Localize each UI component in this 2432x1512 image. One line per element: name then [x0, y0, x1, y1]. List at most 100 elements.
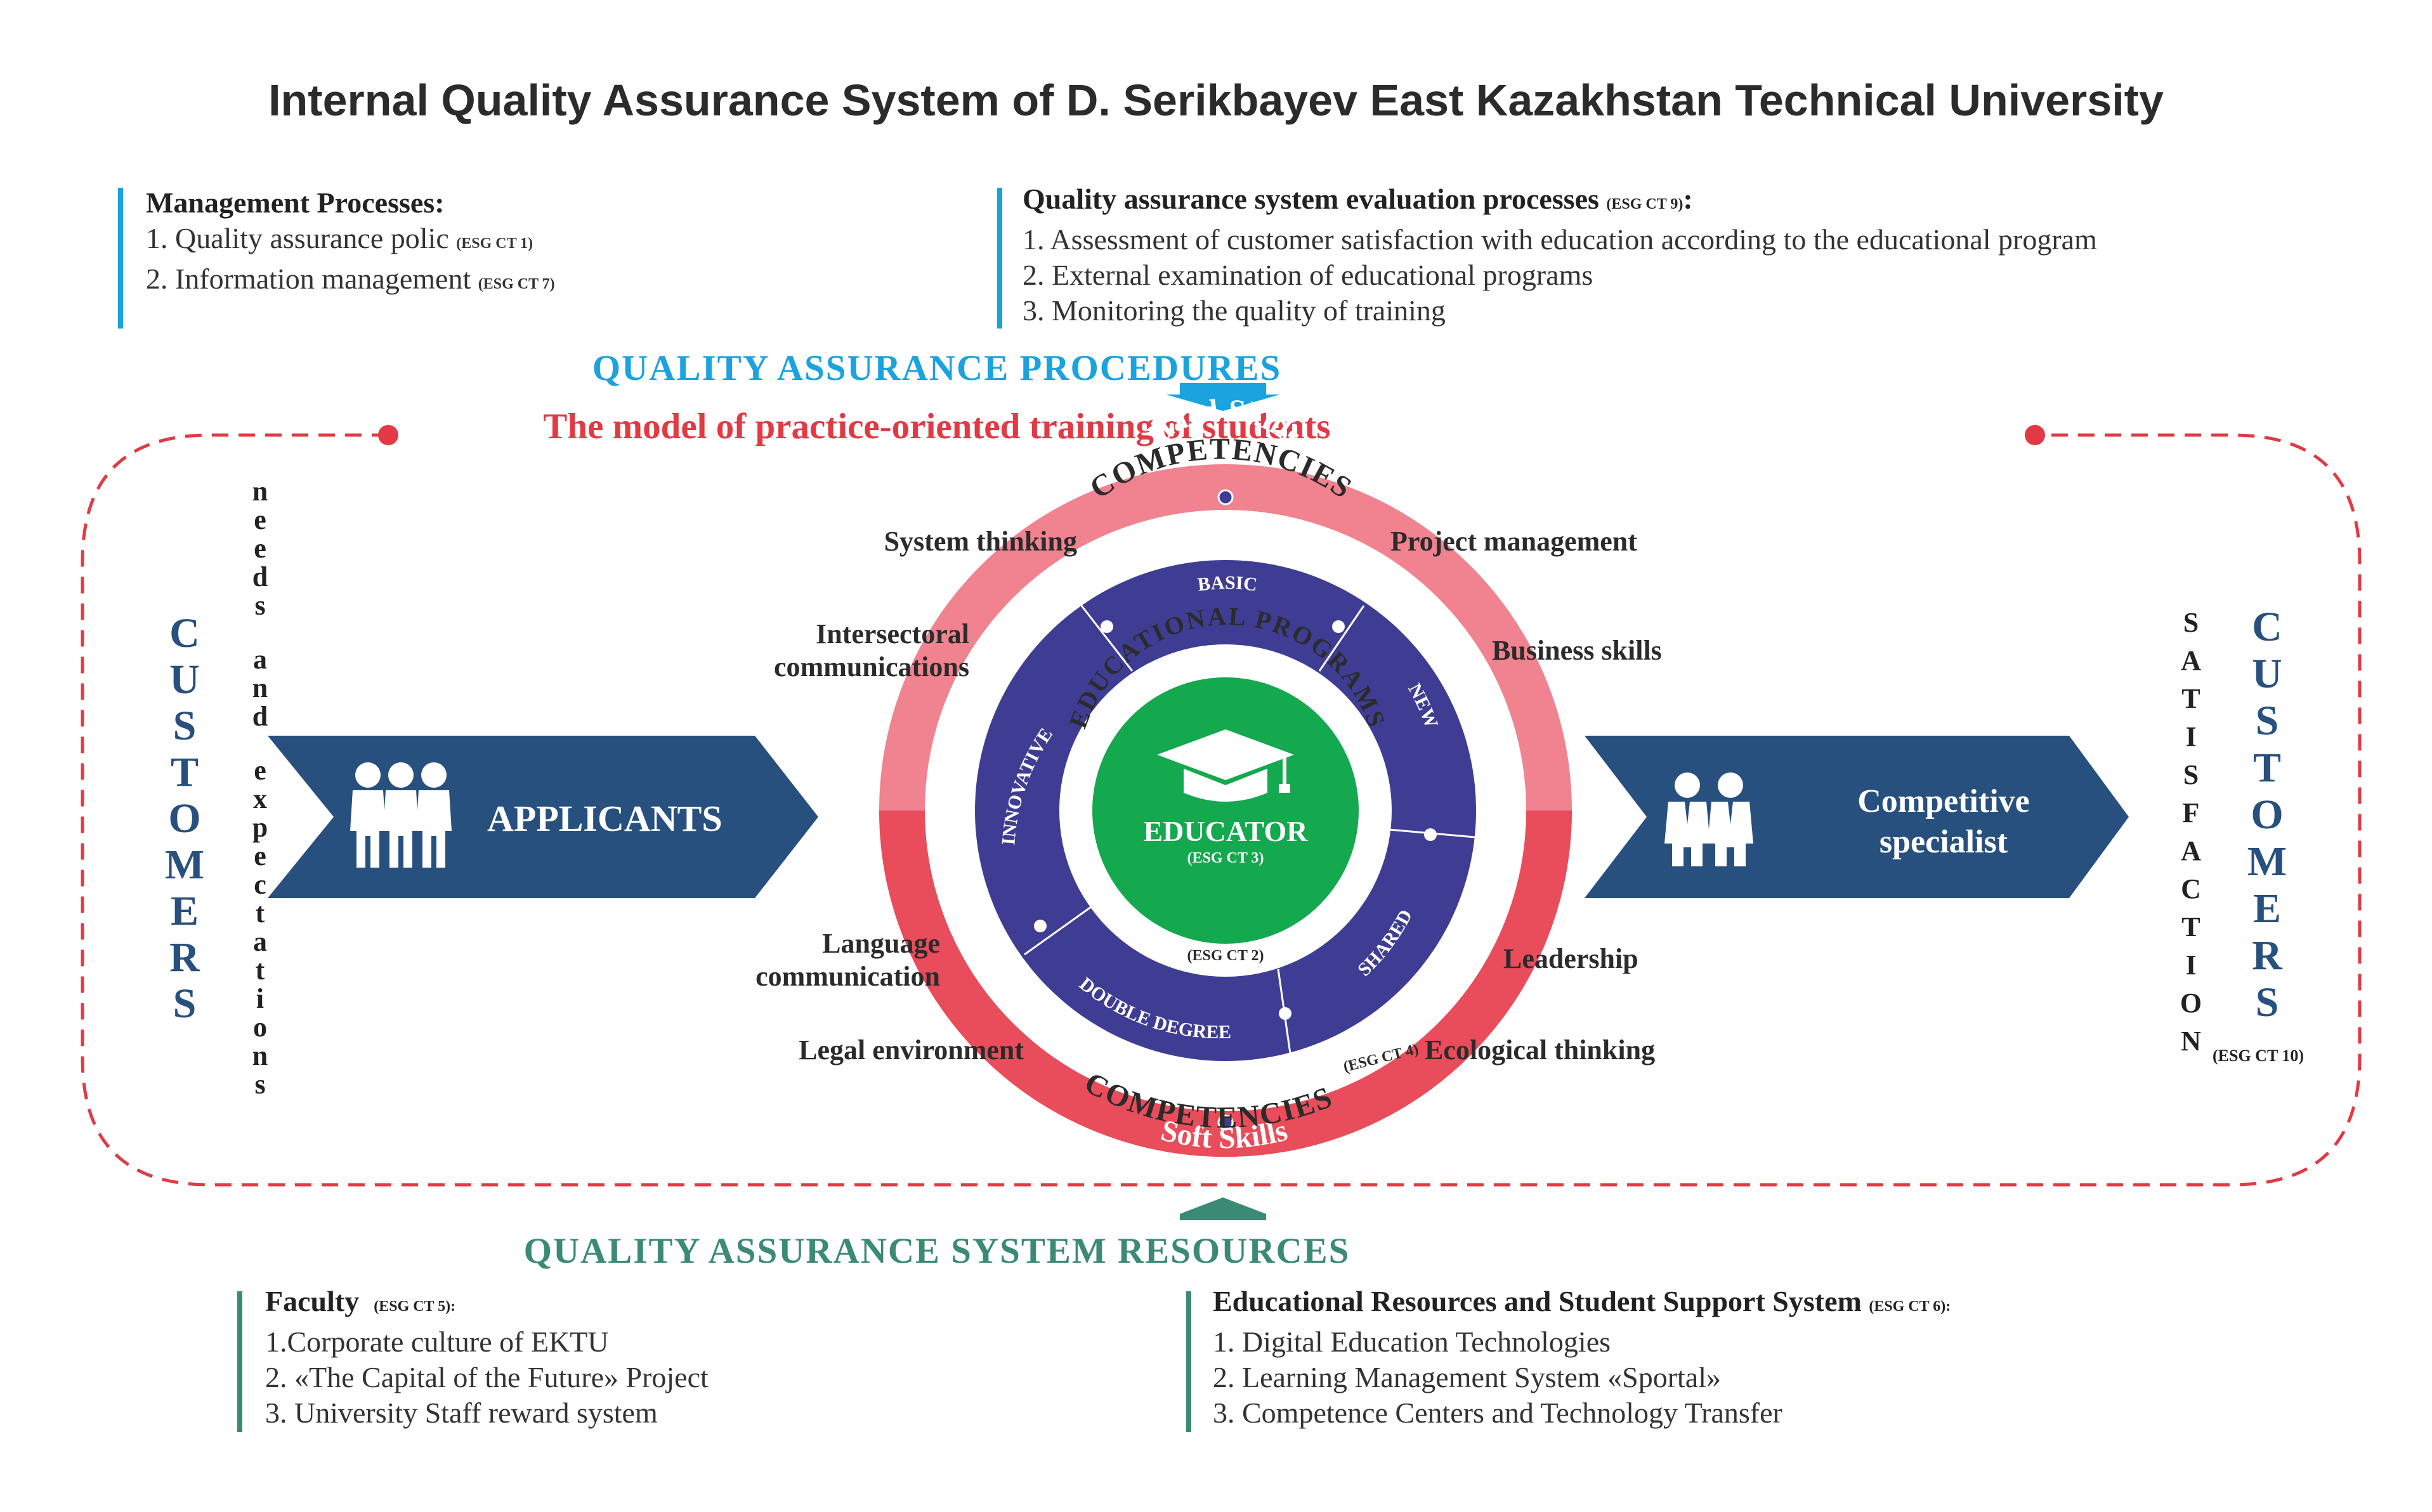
needs-letter: s — [254, 1069, 266, 1100]
faculty-item: 2. «The Capital of the Future» Project — [265, 1361, 709, 1393]
edu-resources-heading: Educational Resources and Student Suppor… — [1213, 1285, 1951, 1317]
satisfaction-letter: A — [2181, 645, 2201, 676]
hard-marker — [1217, 489, 1234, 505]
needs-letter: i — [256, 983, 265, 1014]
procedures-title: QUALITY ASSURANCE PROCEDURES — [592, 348, 1282, 388]
satisfaction-letter: I — [2185, 949, 2197, 981]
customers-right-letter: O — [2251, 792, 2284, 838]
edu-resources-block: Educational Resources and Student Suppor… — [1213, 1284, 1951, 1431]
business-people-icon — [1664, 772, 1753, 866]
faculty-bar — [237, 1291, 242, 1432]
resources-title: QUALITY ASSURANCE SYSTEM RESOURCES — [523, 1231, 1350, 1271]
skill-leadership: Leadership — [1503, 943, 1638, 974]
evaluation-heading: Quality assurance system evaluation proc… — [1023, 183, 1693, 215]
management-item: 1. Quality assurance polic (ESG CT 1) — [146, 222, 533, 254]
educator-circle — [1092, 677, 1359, 944]
model-title: The model of practice-oriented training … — [543, 407, 1331, 446]
needs-letter: c — [254, 869, 266, 900]
satisfaction-letter: O — [2180, 987, 2202, 1019]
needs-letter: t — [255, 955, 265, 986]
needs-letter: d — [252, 561, 268, 592]
customers-right-letter: S — [2255, 698, 2279, 744]
edu-resources-item: 2. Learning Management System «Sportal» — [1213, 1361, 1722, 1393]
customers-right-letter: R — [2252, 932, 2282, 979]
evaluation-processes: Quality assurance system evaluation proc… — [1023, 181, 2097, 329]
people-icon — [350, 762, 452, 868]
evaluation-item: 1. Assessment of customer satisfaction w… — [1023, 223, 2097, 256]
procedures-arrow-icon — [1166, 383, 1280, 411]
specialist-label-1: Competitive — [1857, 783, 2029, 819]
needs-letter: o — [253, 1012, 267, 1043]
satisfaction-letter: T — [2181, 683, 2200, 714]
satisfaction-letter: S — [2183, 607, 2199, 638]
graduation-cap-icon — [1157, 729, 1294, 802]
skill-ecological: Ecological thinking — [1425, 1034, 1655, 1066]
customers-right-letter: S — [2255, 979, 2279, 1026]
needs-letter: n — [252, 1040, 268, 1071]
evaluation-bar — [997, 188, 1002, 329]
frame-dot-left — [378, 425, 398, 445]
skill-business: Business skills — [1492, 635, 1662, 666]
edu-resources-item: 3. Competence Centers and Technology Tra… — [1213, 1397, 1782, 1429]
resources-arrow-icon — [1180, 1197, 1266, 1220]
educator-esg: (ESG CT 3) — [1187, 850, 1264, 866]
customers-left-letter: T — [170, 749, 199, 795]
needs-letter: e — [254, 504, 266, 535]
customers-left-letter: E — [170, 888, 199, 934]
customers-left-letter: O — [168, 795, 201, 842]
customers-left-letter: S — [173, 981, 197, 1027]
needs-letter: e — [254, 533, 266, 564]
needs-letter: n — [252, 672, 268, 703]
needs-letter: x — [253, 783, 267, 814]
needs-letter: n — [252, 476, 268, 507]
segment-basic: BASIC — [1196, 572, 1258, 595]
satisfaction-letter: I — [2185, 721, 2197, 752]
frame-dot-right — [2025, 425, 2045, 445]
needs-letter: e — [254, 755, 266, 786]
skill-intersectoral-2: communications — [774, 651, 969, 682]
needs-letter: a — [253, 926, 267, 957]
skill-system-thinking: System thinking — [884, 526, 1077, 557]
customers-right-esg: (ESG CT 10) — [2213, 1046, 2304, 1065]
needs-letter: s — [254, 590, 266, 621]
edu-resources-bar — [1186, 1291, 1191, 1432]
specialist-label-2: specialist — [1880, 824, 2008, 860]
faculty-block: Faculty (ESG CT 5): 1.Corporate culture … — [265, 1284, 709, 1431]
customers-right-letter: C — [2252, 604, 2282, 650]
needs-letter: e — [254, 840, 266, 871]
skill-intersectoral-1: Intersectoral — [816, 618, 969, 649]
edu-resources-item: 1. Digital Education Technologies — [1213, 1326, 1611, 1358]
satisfaction-letter: N — [2181, 1026, 2201, 1057]
faculty-item: 3. University Staff reward system — [265, 1397, 658, 1429]
faculty-item: 1.Corporate culture of EKTU — [265, 1326, 609, 1358]
management-heading: Management Processes: — [146, 186, 445, 219]
management-processes: Management Processes: 1. Quality assuran… — [146, 185, 555, 302]
needs-letter: a — [253, 644, 267, 675]
evaluation-item: 2. External examination of educational p… — [1023, 259, 1593, 291]
customers-left-letter: S — [173, 703, 197, 749]
satisfaction-letter: S — [2183, 759, 2199, 790]
customers-right-letter: U — [2252, 651, 2282, 697]
satisfaction-letter: C — [2181, 873, 2201, 904]
satisfaction-letter: A — [2181, 835, 2201, 866]
specialist-arrow — [1585, 736, 2129, 898]
management-item: 2. Information management (ESG CT 7) — [146, 263, 555, 295]
skill-project-management: Project management — [1390, 526, 1637, 557]
segment-dots — [1034, 620, 1437, 1020]
skill-language-2: communication — [755, 961, 940, 992]
needs-letter: t — [255, 897, 265, 929]
customers-left-letter: R — [169, 934, 200, 981]
faculty-heading: Faculty (ESG CT 5): — [265, 1285, 456, 1317]
customers-right-letter: E — [2252, 885, 2282, 932]
page-title: Internal Quality Assurance System of D. … — [268, 75, 2164, 125]
programs-esg: (ESG CT 2) — [1187, 948, 1264, 964]
soft-marker — [1217, 1114, 1234, 1131]
management-bar — [118, 188, 123, 329]
customers-right-letter: M — [2247, 838, 2287, 885]
customers-left-letter: M — [164, 842, 205, 888]
